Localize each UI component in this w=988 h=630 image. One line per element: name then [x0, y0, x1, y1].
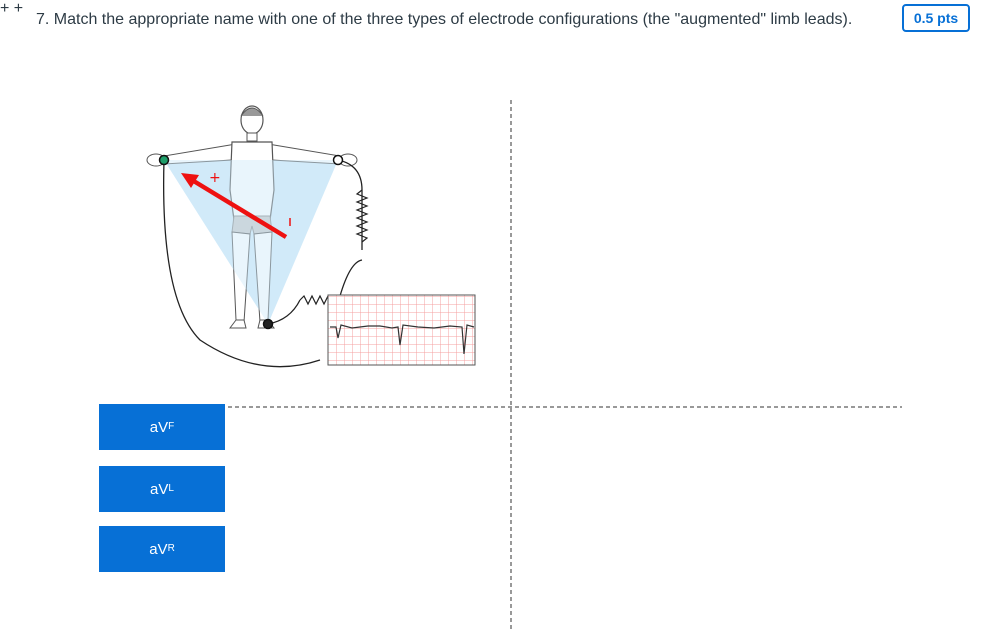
ecg-strip: [327, 294, 476, 366]
question-text: 7. Match the appropriate name with one o…: [36, 11, 853, 28]
vector-arrow-icon: +: [0, 0, 10, 17]
field-triangle: +: [14, 0, 23, 17]
drop-target-1[interactable]: + + aVF aVL aVR const data = JSON.p: [0, 0, 225, 572]
diagram-lead-3: +: [14, 0, 23, 17]
electrode-icon: [332, 154, 344, 166]
answer-label: aV: [149, 418, 169, 436]
answer-label: aV: [149, 540, 168, 558]
resistor-icon: +: [14, 0, 23, 17]
points-badge: 0.5 pts: [902, 4, 970, 32]
vector-arrow-icon: [190, 178, 288, 239]
resistor-icon: +: [14, 0, 23, 17]
answer-label: aV: [150, 480, 169, 498]
svg-text:+: +: [209, 170, 221, 186]
field-triangle: [164, 160, 338, 324]
resistor-icon: +: [0, 0, 14, 17]
electrode-icon: +: [0, 0, 14, 17]
electrode-icon: [262, 318, 274, 330]
electrode-icon: +: [0, 0, 14, 17]
electrode-icon: +: [14, 0, 23, 17]
electrode-icon: +: [14, 0, 23, 17]
field-triangle: +: [0, 0, 14, 17]
diagram-lead-1: +: [146, 105, 476, 368]
electrode-icon: +: [0, 0, 14, 17]
drop-target-2[interactable]: + aVF aVL aVR const data = JSON.parse(do…: [14, 0, 225, 572]
resistor-icon: +: [0, 0, 14, 17]
diagram-lead-2: +: [0, 0, 14, 17]
electrode-icon: [158, 154, 170, 166]
vector-arrow-icon: +: [13, 0, 24, 17]
resistor-icon: [355, 189, 369, 243]
